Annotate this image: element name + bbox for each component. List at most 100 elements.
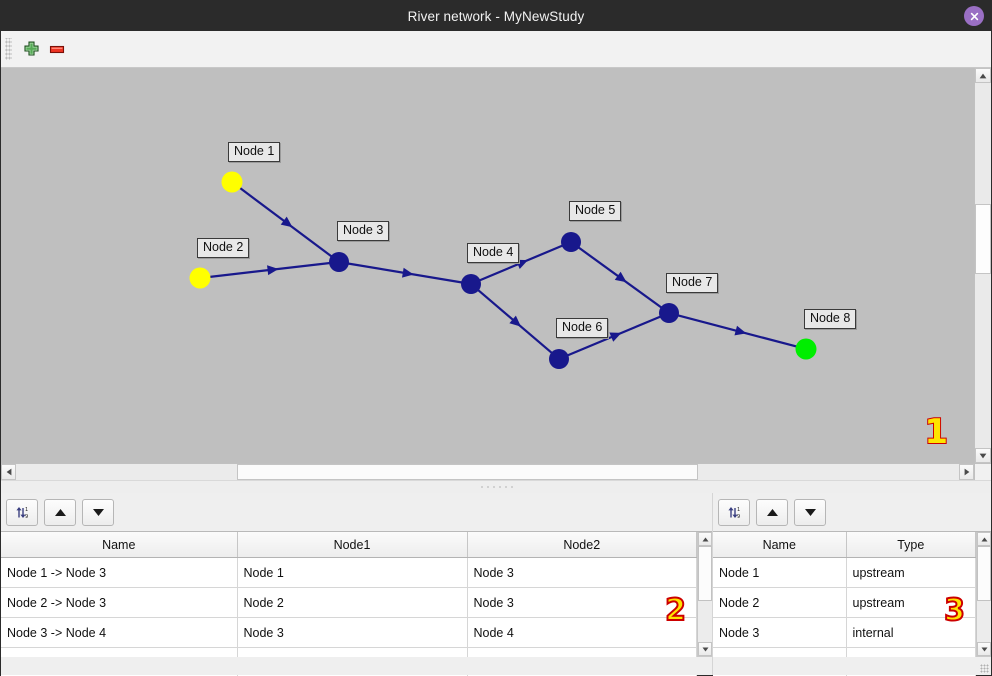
toolbar-drag-handle[interactable] (5, 38, 12, 60)
table-cell[interactable]: Node 3 (237, 617, 468, 648)
graph-node[interactable] (795, 338, 817, 360)
scroll-left-icon[interactable] (1, 464, 16, 480)
remove-minus-icon[interactable] (44, 36, 70, 62)
graph-vscroll-thumb[interactable] (975, 204, 991, 274)
column-header[interactable]: Name (713, 532, 847, 558)
graph-node-label[interactable]: Node 3 (337, 221, 390, 241)
edge-arrow-icon (401, 267, 414, 278)
graph-node-label[interactable]: Node 7 (666, 273, 719, 293)
table-cell[interactable]: Node 1 (713, 557, 847, 588)
scrollbar-corner (974, 464, 991, 480)
graph-node[interactable] (561, 232, 581, 252)
splitter-grip-icon (479, 485, 513, 489)
scroll-down-icon[interactable] (975, 448, 991, 463)
links-sort-button[interactable]: 1 9 (6, 498, 38, 526)
table-cell[interactable]: Node 3 -> Node 4 (1, 617, 238, 648)
table-cell[interactable]: Node 3 (713, 617, 847, 648)
column-header[interactable]: Node1 (237, 532, 468, 558)
graph-node-label[interactable]: Node 1 (228, 142, 281, 162)
links-table-scrollbar[interactable] (697, 532, 712, 656)
graph-node[interactable] (189, 267, 211, 289)
table-cell[interactable]: Node 2 -> Node 3 (1, 587, 238, 618)
graph-horizontal-scrollbar[interactable] (1, 463, 991, 480)
window-resize-grip[interactable] (980, 664, 989, 673)
edge-arrow-icon (509, 315, 521, 327)
table-cell[interactable]: Node 3 (467, 557, 697, 588)
graph-node[interactable] (329, 252, 349, 272)
network-canvas[interactable]: Node 1 Node 2 Node 3 Node 4 Node 5 Node 6 Node… (1, 68, 974, 463)
nodes-scroll-thumb[interactable] (977, 546, 991, 601)
graph-node-label[interactable]: Node 6 (556, 318, 609, 338)
links-scroll-track[interactable] (698, 546, 712, 642)
graph-vscroll-track[interactable] (975, 83, 991, 448)
links-scroll-thumb[interactable] (698, 546, 712, 601)
graph-node-label[interactable]: Node 5 (569, 201, 622, 221)
nodes-panel-footer (713, 657, 991, 675)
scroll-up-icon[interactable] (975, 68, 991, 83)
links-panel-footer (1, 657, 712, 675)
graph-node-label[interactable]: Node 8 (804, 309, 857, 329)
links-scroll-down-icon[interactable] (698, 642, 712, 656)
nodes-scroll-down-icon[interactable] (977, 642, 991, 656)
nodes-table-scrollbar[interactable] (976, 532, 991, 656)
nodes-move-up-button[interactable] (756, 498, 788, 526)
links-toolbar: 1 9 (1, 493, 712, 531)
svg-text:1: 1 (737, 507, 740, 513)
svg-text:9: 9 (25, 514, 28, 520)
table-cell[interactable]: Node 1 (237, 557, 468, 588)
graph-vertical-scrollbar[interactable] (974, 68, 991, 463)
table-cell[interactable]: Node 2 (713, 587, 847, 618)
graph-node-label[interactable]: Node 4 (467, 243, 520, 263)
column-header[interactable]: Name (1, 532, 238, 558)
svg-text:1: 1 (25, 507, 28, 513)
graph-node[interactable] (659, 303, 679, 323)
links-scroll-up-icon[interactable] (698, 532, 712, 546)
table-cell[interactable]: Node 3 (467, 587, 697, 618)
nodes-toolbar: 1 9 (713, 493, 991, 531)
nodes-sort-button[interactable]: 1 9 (718, 498, 750, 526)
graph-node[interactable] (221, 171, 243, 193)
toolbar (1, 31, 991, 68)
graph-node[interactable] (549, 349, 569, 369)
nodes-scroll-track[interactable] (977, 546, 991, 642)
column-header[interactable]: Type (846, 532, 976, 558)
close-icon[interactable] (964, 6, 984, 26)
window-title: River network - MyNewStudy (407, 8, 585, 24)
edge-arrow-icon (614, 271, 627, 283)
scroll-right-icon[interactable] (959, 464, 974, 480)
callout-marker-1: 1 (923, 412, 949, 452)
graph-hscroll-track[interactable] (16, 464, 959, 480)
table-cell[interactable]: Node 1 -> Node 3 (1, 557, 238, 588)
links-move-up-button[interactable] (44, 498, 76, 526)
edge-arrow-icon (280, 216, 293, 228)
table-cell[interactable]: upstream (846, 557, 976, 588)
graph-node-label[interactable]: Node 2 (197, 238, 250, 258)
add-plus-icon[interactable] (18, 36, 44, 62)
edge-arrow-icon (609, 332, 622, 342)
edge-arrow-icon (267, 265, 279, 276)
graph-hscroll-thumb[interactable] (237, 464, 698, 480)
nodes-move-down-button[interactable] (794, 498, 826, 526)
graph-node[interactable] (461, 274, 481, 294)
table-cell[interactable]: upstream (846, 587, 976, 618)
nodes-scroll-up-icon[interactable] (977, 532, 991, 546)
table-cell[interactable]: Node 2 (237, 587, 468, 618)
table-cell[interactable]: internal (846, 617, 976, 648)
links-move-down-button[interactable] (82, 498, 114, 526)
table-cell[interactable]: Node 4 (467, 617, 697, 648)
title-bar: River network - MyNewStudy (1, 1, 991, 31)
panel-splitter[interactable] (1, 480, 991, 493)
column-header[interactable]: Node2 (467, 532, 697, 558)
